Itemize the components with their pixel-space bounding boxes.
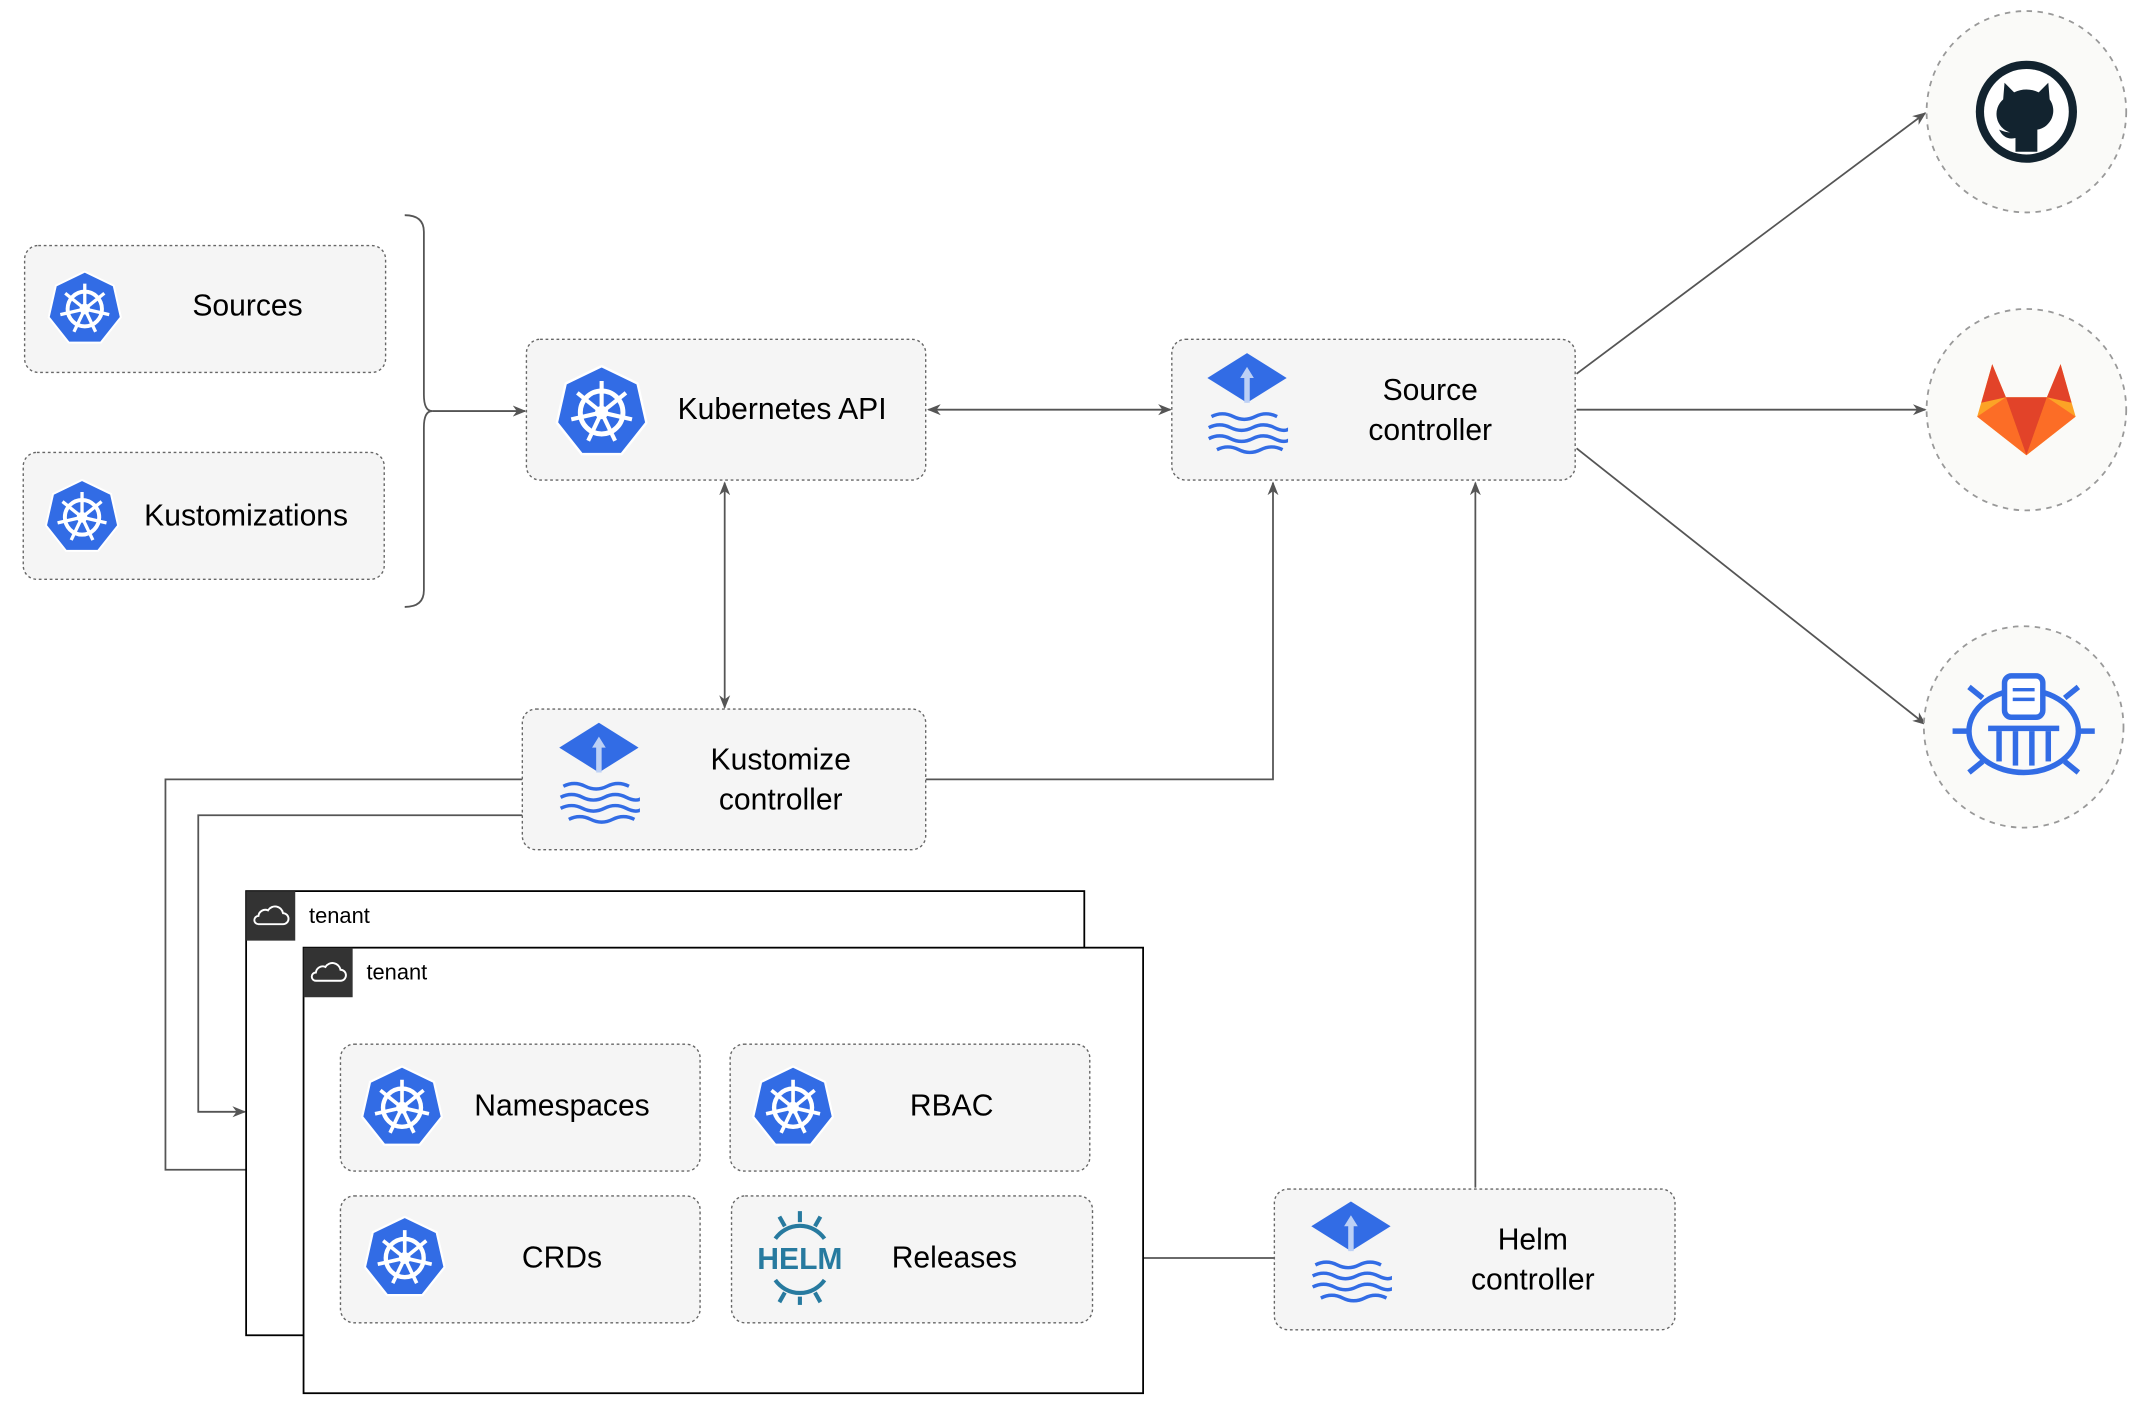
node-label-line1: Source xyxy=(1383,374,1478,407)
gitlab-icon xyxy=(1977,364,2076,456)
edge-kustomize-to-tenant-back xyxy=(197,814,523,1118)
node-label: Kustomizations xyxy=(144,499,348,532)
node-kubernetes-api[interactable]: Kubernetes API xyxy=(525,338,927,481)
node-label: Kubernetes API xyxy=(678,393,887,426)
helm-logo-text: HELM xyxy=(757,1243,842,1276)
helm-repository-node[interactable] xyxy=(1922,625,2125,829)
helm-repository-icon xyxy=(1952,673,2095,776)
node-releases[interactable]: HELM Releases xyxy=(730,1195,1094,1324)
tenant-label: tenant xyxy=(309,903,370,928)
tenant-label: tenant xyxy=(366,960,427,985)
node-source-controller[interactable]: Source controller xyxy=(1171,338,1576,481)
node-label: CRDs xyxy=(522,1241,602,1274)
edge-source-to-helm-repo xyxy=(1576,447,1927,726)
node-rbac[interactable]: RBAC xyxy=(729,1043,1091,1172)
github-node[interactable] xyxy=(1925,10,2128,214)
edge-kustomize-to-tenant-front xyxy=(164,778,523,1176)
cloud-icon xyxy=(246,891,296,941)
node-sources[interactable]: Sources xyxy=(23,244,387,374)
node-label-line1: Kustomize xyxy=(711,743,851,776)
helm-icon: HELM xyxy=(757,1211,842,1305)
edge-kustomize-to-source xyxy=(925,481,1279,781)
node-label-line2: controller xyxy=(719,783,843,816)
node-helm-controller[interactable]: Helm controller xyxy=(1273,1188,1676,1331)
edge-source-to-github xyxy=(1576,112,1927,375)
node-crds[interactable]: CRDs xyxy=(339,1195,701,1324)
node-namespaces[interactable]: Namespaces xyxy=(339,1043,701,1172)
node-label: Namespaces xyxy=(474,1090,649,1123)
node-label-line2: controller xyxy=(1368,414,1492,447)
github-icon xyxy=(1975,60,2077,163)
brace xyxy=(404,214,433,608)
gitlab-node[interactable] xyxy=(1925,308,2128,512)
node-label: Releases xyxy=(892,1241,1017,1274)
node-label: Sources xyxy=(192,290,302,323)
node-label-line2: controller xyxy=(1471,1263,1595,1296)
node-label-line1: Helm xyxy=(1498,1223,1568,1256)
node-label: RBAC xyxy=(910,1090,994,1123)
cloud-icon xyxy=(303,947,353,998)
node-kustomize-controller[interactable]: Kustomize controller xyxy=(521,708,927,851)
node-kustomizations[interactable]: Kustomizations xyxy=(22,451,385,581)
